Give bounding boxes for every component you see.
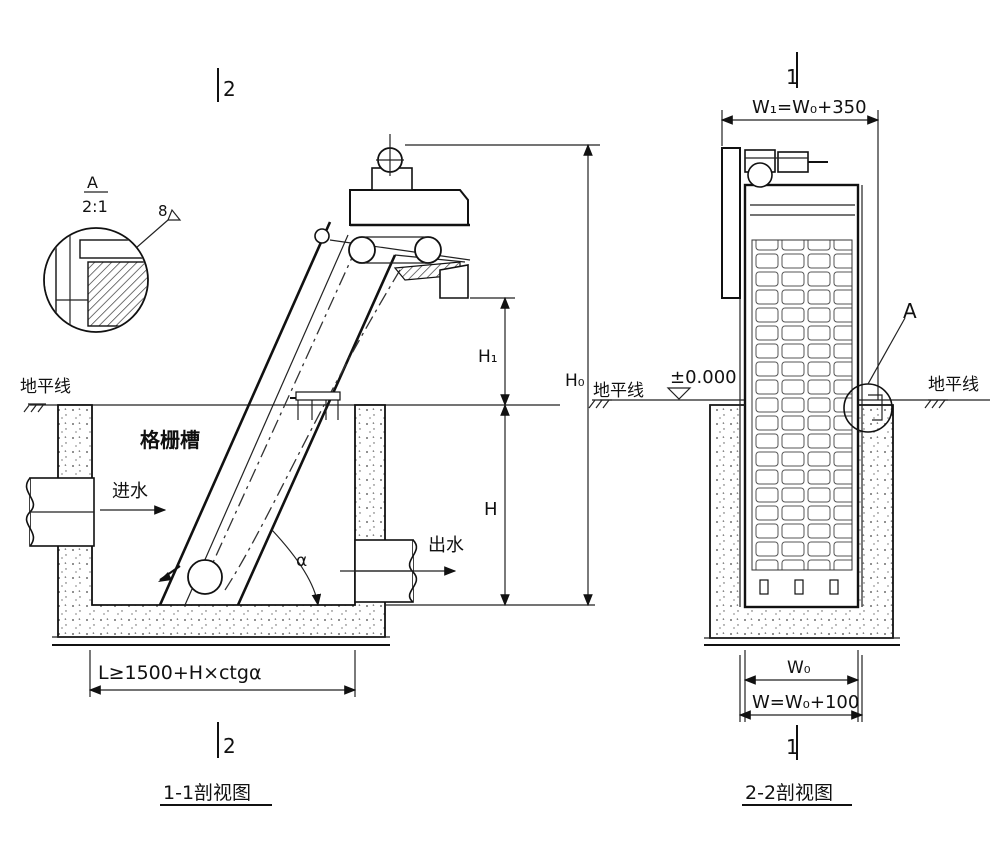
inlet-label: 进水 [112, 481, 148, 502]
drive-side-plate [721, 147, 741, 299]
detail-a: A 2:1 8 [43, 173, 182, 333]
svg-text:W₀: W₀ [787, 658, 811, 678]
svg-text:A: A [903, 299, 917, 323]
svg-text:W₁=W₀+350: W₁=W₀+350 [752, 97, 867, 118]
outlet-label: 出水 [428, 535, 464, 556]
section-title-left: 1-1剖视图 [163, 782, 251, 804]
svg-text:2:1: 2:1 [82, 197, 108, 216]
angle-label: α [296, 551, 307, 571]
svg-text:W=W₀+100: W=W₀+100 [752, 692, 859, 713]
svg-text:H: H [484, 499, 498, 520]
dim-h1: H₁ [470, 296, 515, 407]
screen-grid [751, 239, 853, 571]
svg-text:8: 8 [158, 202, 168, 220]
section-1-1: 地平线 进水 出水 格栅槽 [20, 68, 600, 806]
svg-text:1: 1 [786, 65, 799, 89]
inlet-pipe [25, 477, 95, 547]
svg-text:A: A [87, 173, 98, 192]
angle-arc [271, 529, 322, 607]
head-drive-unit [314, 134, 600, 299]
dim-h: H [385, 403, 595, 607]
section-mark-top-right: 1 [786, 52, 799, 89]
elevation-marker [666, 387, 692, 400]
detail-a-right: A [710, 299, 917, 433]
inclined-screen [158, 221, 471, 606]
channel-label: 格栅槽 [140, 428, 200, 452]
ground-label-left: 地平线 [20, 377, 71, 397]
dim-w: W=W₀+100 [738, 655, 864, 722]
dim-w1: W₁=W₀+350 [720, 97, 880, 400]
elevation-label: ±0.000 [670, 367, 737, 388]
svg-text:1: 1 [786, 735, 799, 759]
head-sprocket-right [414, 236, 442, 264]
ground-symbol-right [588, 399, 948, 409]
lower-sprocket [187, 559, 223, 595]
svg-text:H₁: H₁ [478, 347, 498, 367]
svg-text:H₀: H₀ [565, 371, 585, 391]
dim-w0: W₀ [743, 650, 860, 722]
section-2-2: 地平线 地平线 ±0.000 [588, 52, 990, 806]
head-sprocket-left [348, 236, 376, 264]
section-mark-top: 2 [217, 68, 236, 102]
section-title-right: 2-2剖视图 [745, 782, 833, 804]
dim-length: L≥1500+H×ctgα [88, 650, 357, 697]
ground-symbol [23, 403, 46, 413]
svg-text:2: 2 [223, 734, 236, 758]
ground-label-right-a: 地平线 [593, 381, 644, 401]
svg-text:2: 2 [223, 77, 236, 101]
svg-text:L≥1500+H×ctgα: L≥1500+H×ctgα [98, 662, 261, 684]
section-mark-bottom: 2 [217, 722, 236, 758]
section-mark-bottom-right: 1 [786, 725, 799, 760]
dim-h0: H₀ [565, 143, 593, 607]
ground-label-right-b: 地平线 [928, 375, 979, 395]
